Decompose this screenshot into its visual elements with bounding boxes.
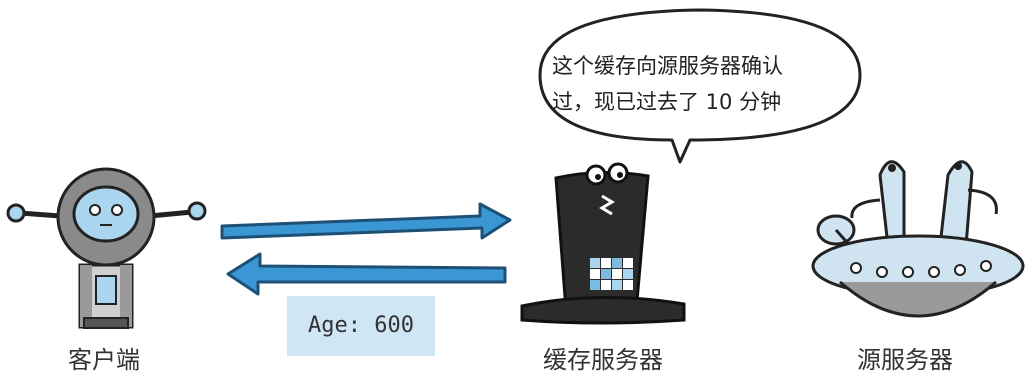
client-robot-icon [6,167,207,329]
origin-server-icon [811,160,1025,318]
origin-server-label: 源服务器 [857,346,953,374]
age-header-box: Age: 600 [287,296,435,356]
cache-server-label: 缓存服务器 [543,346,663,374]
speech-bubble-line-1: 这个缓存向源服务器确认 [552,54,783,78]
age-header-text: Age: 600 [308,313,414,338]
speech-bubble-line-2: 过，现已过去了 10 分钟 [552,90,782,114]
response-arrow [226,252,507,296]
client-label: 客户端 [68,346,140,374]
speech-bubble-text: 这个缓存向源服务器确认 过，现已过去了 10 分钟 [552,48,852,120]
cache-server-icon [520,162,686,325]
cache-grid-icon [590,258,633,290]
request-arrow [220,202,512,240]
speech-bubble [538,8,862,164]
